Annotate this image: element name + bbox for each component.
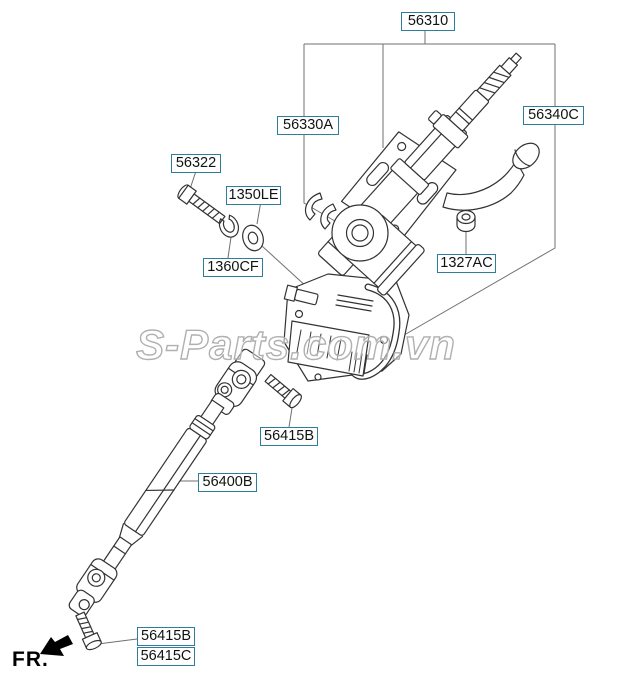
part-label-56322[interactable]: 56322 [171,154,221,173]
harness-hooks [304,192,337,230]
pipe-hook [348,283,401,380]
bolt-56415B-lower [75,611,102,651]
part-label-1327AC[interactable]: 1327AC [437,254,496,273]
tilt-lever [442,142,540,211]
part-label-56415B-upper[interactable]: 56415B [260,427,318,446]
nut-1327AC [456,209,476,233]
lower-u-joint [68,558,118,617]
part-label-56415C[interactable]: 56415C [137,647,195,666]
intermediate-shaft [100,399,225,573]
part-label-56330A[interactable]: 56330A [277,116,339,135]
watermark-text: S-Parts.com.vn [136,321,456,368]
washer-1350LE [242,224,264,252]
bolt-56322 [177,184,226,225]
part-label-56340C[interactable]: 56340C [523,106,584,125]
upper-u-joint [210,348,266,415]
sensor-cylinder [283,284,319,306]
part-label-56415B-lower[interactable]: 56415B [137,627,195,646]
fr-direction-arrow [40,635,73,656]
fr-direction-label: FR. [12,648,49,671]
part-label-56310[interactable]: 56310 [401,12,455,31]
part-label-56400B[interactable]: 56400B [198,473,257,492]
part-label-1360CF[interactable]: 1360CF [203,258,263,277]
snap-ring-1360CF [218,214,239,238]
bolt-56415B-upper [264,373,302,409]
mdps-motor [331,204,425,296]
ecu-box [287,320,370,377]
part-label-1350LE[interactable]: 1350LE [226,186,281,205]
